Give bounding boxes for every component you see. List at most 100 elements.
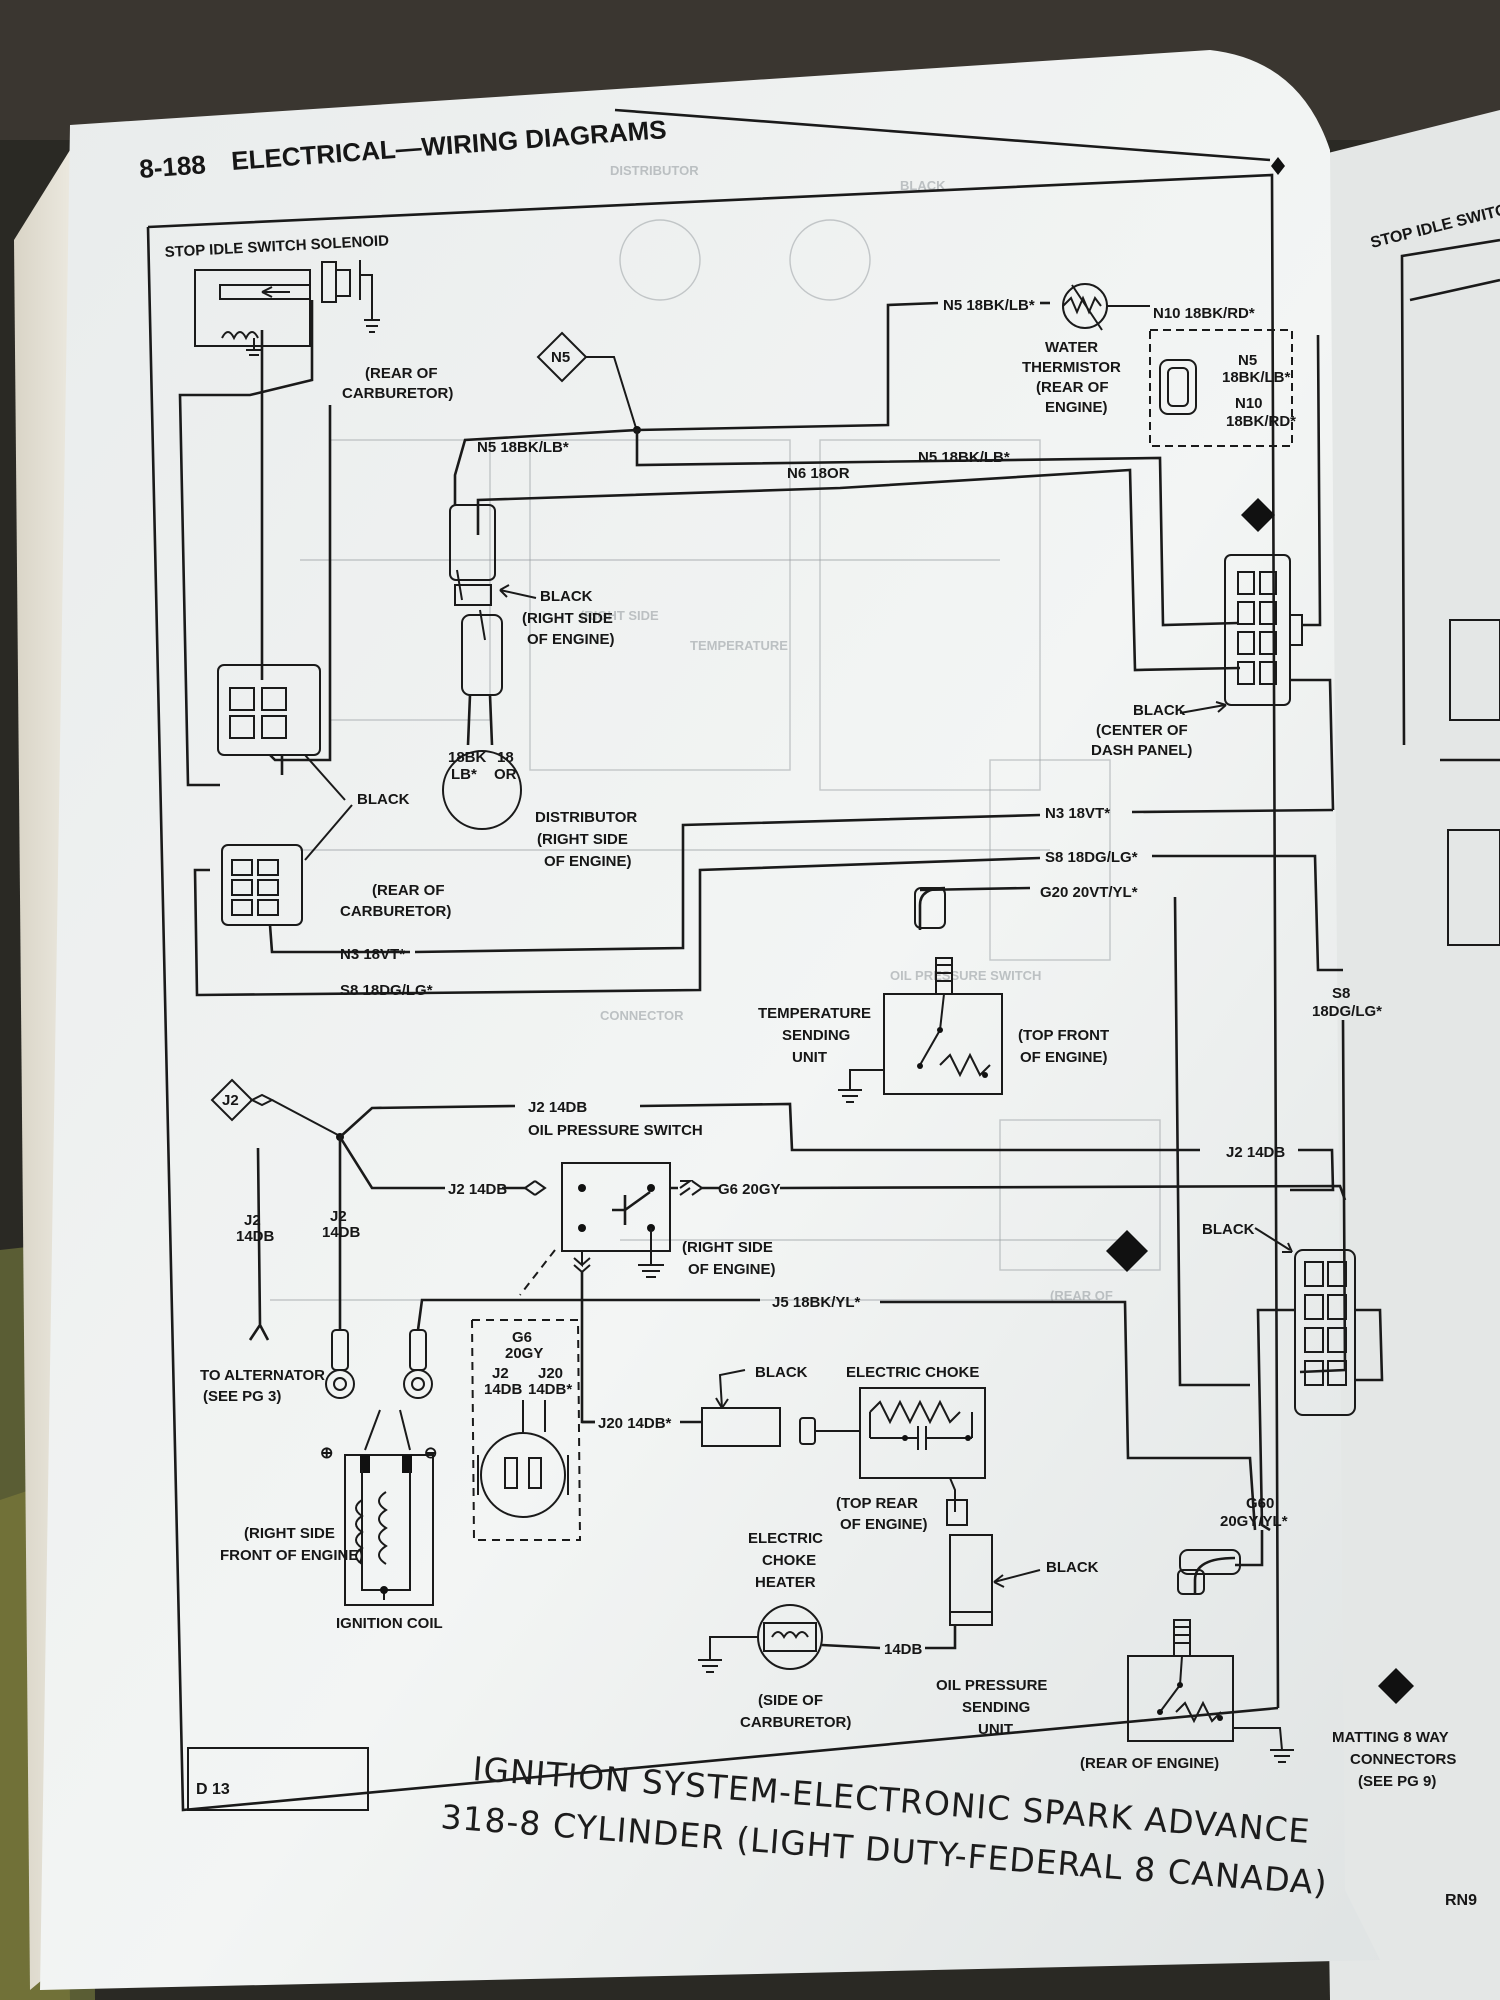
corner-code: RN9 <box>1445 1892 1477 1909</box>
n5-18bk-lb-2: N5 18BK/LB* <box>477 439 569 456</box>
g20-wire <box>919 886 1031 892</box>
connector-pin <box>1304 1261 1324 1287</box>
rear-carb-2-line2: CARBURETOR) <box>340 903 451 920</box>
black-oil-leader <box>993 1569 1041 1583</box>
coil-primary-icon <box>355 1499 364 1565</box>
connector-pin <box>1327 1261 1347 1287</box>
arrow-head-icon <box>1215 701 1227 713</box>
diamond-marker <box>1378 1668 1414 1704</box>
temp-sending-line1: TEMPERATURE <box>758 1005 871 1022</box>
g60-boot-end <box>1177 1569 1205 1595</box>
carburetor-connectors: BLACK (REAR OF CARBURETOR) N3 18VT* S8 1… <box>178 300 451 999</box>
water-thermistor-line3: (REAR OF <box>1036 379 1109 396</box>
s8-18dg-lg-2: S8 18DG/LG* <box>340 982 433 999</box>
oil-switch-to-j20-wire <box>580 1272 595 1424</box>
title-block: D 13 IGNITION SYSTEM-ELECTRONIC SPARK AD… <box>187 1747 1477 1909</box>
n5-wire-to-dash <box>635 430 1239 627</box>
connector-pin <box>1304 1360 1324 1386</box>
coil-terminal <box>402 1455 412 1473</box>
temp-sender-node <box>917 1063 923 1069</box>
j2-leader <box>271 1099 339 1136</box>
black-leader-1 <box>304 754 346 801</box>
carb-connector-1-pin <box>229 687 255 711</box>
ring-terminal-hole <box>411 1377 425 1391</box>
s8-vertical-line2: 18DG/LG* <box>1312 1003 1382 1020</box>
n3-18vt-2: N3 18VT* <box>340 946 405 963</box>
n3-left-wire <box>268 924 410 954</box>
ignition-coil-location-line1: (RIGHT SIDE <box>244 1525 335 1542</box>
black-choke-leader <box>718 1369 746 1409</box>
g20-long-wire <box>1173 896 1250 1387</box>
connector-pin <box>1327 1294 1347 1320</box>
choke-pin <box>799 1417 816 1445</box>
svg-text:DISTRIBUTOR: DISTRIBUTOR <box>610 163 699 178</box>
temp-sender-node <box>937 1027 943 1033</box>
n10-18bk-rd: N10 18BK/RD* <box>1153 305 1255 322</box>
header-diamond <box>1271 157 1285 175</box>
s8-vertical-line1: S8 <box>1332 985 1350 1002</box>
rear-carb-2-line1: (REAR OF <box>372 882 445 899</box>
n5-18bk-lb-1: N5 18BK/LB* <box>943 297 1035 314</box>
arrow-head-icon <box>715 1397 729 1409</box>
arrow-head-icon <box>1282 1242 1293 1253</box>
down-arrow-icon <box>573 1251 591 1273</box>
j2-left-line1: J2 <box>244 1212 261 1229</box>
oil-switch-body <box>561 1162 671 1252</box>
right-side-engine-line2: OF ENGINE) <box>688 1261 776 1278</box>
dash-connector-pin <box>1237 631 1255 655</box>
next-page-connector <box>1449 619 1500 721</box>
j2-diamond-icon <box>210 1078 254 1122</box>
n6-18or: N6 18OR <box>787 465 850 482</box>
distributor-wires <box>466 694 494 746</box>
svg-text:(RIGHT SIDE: (RIGHT SIDE <box>580 608 659 623</box>
coil-node <box>380 1586 388 1594</box>
j2-to-connector-wire <box>1290 1148 1335 1192</box>
plug-body-icon <box>480 1432 566 1518</box>
oil-sending-line3: UNIT <box>978 1721 1013 1738</box>
plug-group-outline <box>470 1319 582 1541</box>
rear-carb-1-line1: (REAR OF <box>365 365 438 382</box>
connector-loop <box>1355 1308 1384 1382</box>
temp-sending-line3: UNIT <box>792 1049 827 1066</box>
g60-node <box>1217 1715 1223 1721</box>
top-front-engine-line2: OF ENGINE) <box>1020 1049 1108 1066</box>
thermistor-slash <box>1071 284 1103 331</box>
to-alternator-line1: TO ALTERNATOR <box>200 1367 325 1384</box>
next-page <box>1300 110 1500 2000</box>
g20-hose-curve <box>918 886 946 930</box>
solenoid-plunger <box>219 284 311 300</box>
connector-body <box>1294 1249 1356 1416</box>
n3-s8-wires: N3 18VT* S8 18DG/LG* S8 18DG/LG* <box>414 805 1382 1374</box>
header-rule <box>614 108 1271 162</box>
thermistor-connector <box>1159 359 1197 415</box>
stop-idle-solenoid-label: STOP IDLE SWITCH SOLENOID <box>164 232 389 261</box>
j2-left-line2: 14DB <box>236 1228 275 1245</box>
svg-text:OIL PRESSURE SWITCH: OIL PRESSURE SWITCH <box>890 968 1041 983</box>
water-thermistor-line4: ENGINE) <box>1045 399 1108 416</box>
g60-node <box>1157 1709 1163 1715</box>
page-number: 8-188 <box>138 149 207 184</box>
black-choke-label: BLACK <box>755 1364 808 1381</box>
g60-hose-curve <box>1193 1556 1236 1595</box>
svg-text:BLACK: BLACK <box>900 178 946 193</box>
g60-resistor-icon <box>1159 1655 1222 1724</box>
ring-terminal-icon <box>403 1369 433 1399</box>
top-front-engine-line1: (TOP FRONT <box>1018 1027 1109 1044</box>
g60-wire <box>1235 1530 1264 1567</box>
dash-connector-pin <box>1259 571 1277 595</box>
solenoid-loop-wire <box>178 300 314 787</box>
paper-page <box>40 50 1380 1990</box>
temperature-sending-unit: G20 20VT/YL* TEMPERATURE SENDING UNIT (T… <box>758 884 1250 1387</box>
dash-connector-pin <box>1259 631 1277 655</box>
solenoid-arrow <box>261 286 290 298</box>
choke-heater-resistor-icon <box>869 1399 961 1425</box>
temp-sender-thread <box>936 964 952 982</box>
n5-leader <box>586 356 637 429</box>
positive-icon: ⊕ <box>320 1445 333 1462</box>
ring-terminal-stem <box>331 1329 349 1371</box>
ring-terminal-hole <box>333 1377 347 1391</box>
j5-wire: J5 18BK/YL* <box>416 1294 1257 1531</box>
connector-pin <box>1327 1360 1347 1386</box>
